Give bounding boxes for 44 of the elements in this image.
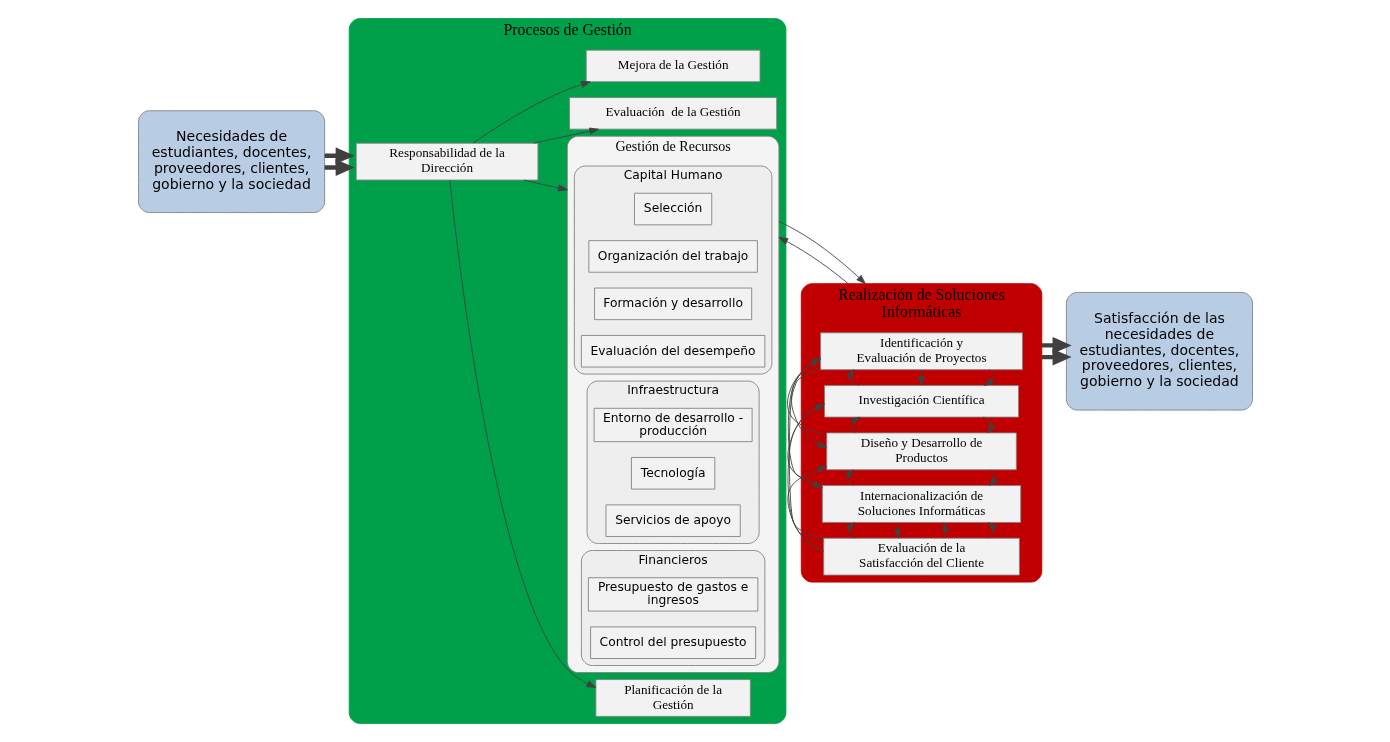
node-box: Diseño y Desarrollo de Productos: [825, 432, 1017, 471]
arrow: [786, 466, 827, 552]
node-box: Identificación y Evaluación de Proyectos: [819, 332, 1023, 371]
arrow: [777, 236, 849, 285]
node-box: Internacionalización de Soluciones Informáticas: [821, 485, 1021, 523]
arrow: [983, 369, 995, 386]
node-box: Evaluación de la Satisfacción del Cliente: [822, 537, 1020, 576]
arrow: [1041, 337, 1072, 354]
node-box: Evaluación de la Gestión: [568, 97, 777, 130]
arrow: [324, 147, 355, 164]
arrow: [942, 522, 949, 539]
arrow: [844, 469, 854, 486]
arrow: [849, 416, 860, 434]
node-box: Responsabilidad de la Dirección: [355, 142, 538, 181]
node-box: Formación y desarrollo: [593, 287, 752, 321]
arrow: [523, 179, 568, 192]
node-box: Presupuesto de gastos e ingresos: [587, 577, 758, 612]
arrow: [472, 81, 591, 144]
node-box: Organización del trabajo: [587, 240, 758, 273]
node-box: Necesidades de estudiantes, docentes, proveedores, clientes, gobierno y la sociedad: [137, 110, 325, 213]
node-box: Mejora de la Gestión: [585, 49, 760, 83]
node-box: Evaluación del desempeño: [580, 335, 765, 368]
node-box: Planificación de la Gestión: [594, 679, 751, 717]
arrow: [448, 179, 596, 688]
arrow: [790, 368, 827, 449]
arrow: [988, 469, 998, 486]
node-box: Entorno de desarrollo - producción: [593, 407, 753, 443]
node-box: Servicios de apoyo: [605, 504, 741, 537]
node-box: Tecnología: [630, 457, 715, 490]
arrow: [987, 522, 997, 539]
node-box: Investigación Científica: [823, 385, 1019, 418]
arrow: [532, 127, 599, 144]
arrow: [982, 416, 996, 434]
arrow: [845, 522, 855, 539]
node-box: Control del presupuesto: [589, 626, 756, 659]
arrow: [786, 404, 825, 488]
arrow: [893, 522, 901, 539]
arrow: [845, 369, 859, 386]
node-box: Selección: [633, 192, 712, 226]
arrow: [787, 404, 825, 541]
node-box: Satisfacción de las necesidades de estudiantes, docentes, proveedores, clientes, gobierno y la sociedad: [1065, 292, 1253, 411]
arrow: [777, 221, 866, 285]
arrow: [917, 369, 925, 386]
arrow: [324, 159, 355, 176]
